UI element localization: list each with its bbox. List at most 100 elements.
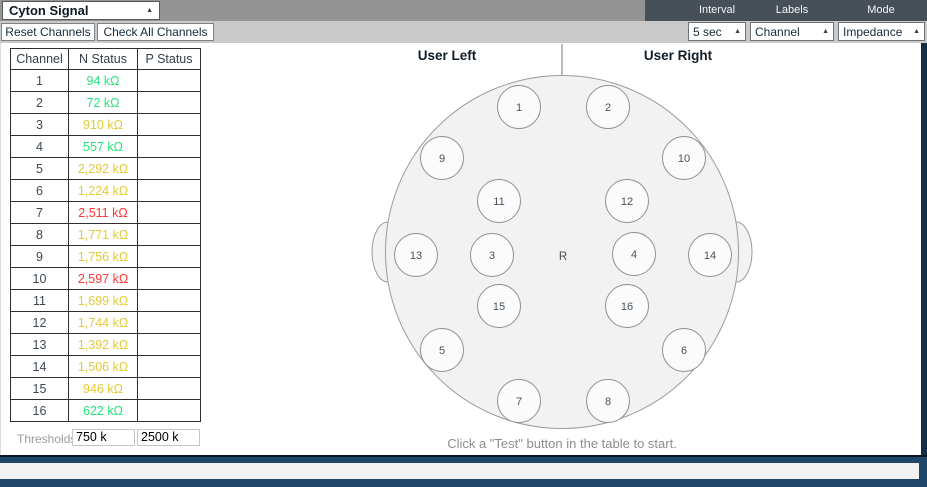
n-status-test-button[interactable]: 1,744 kΩ	[68, 311, 138, 334]
n-status-test-button[interactable]: 94 kΩ	[68, 69, 138, 92]
n-status-test-button[interactable]: 1,699 kΩ	[68, 289, 138, 312]
head-circle	[385, 75, 739, 429]
electrode-3	[470, 233, 514, 277]
p-status-test-button[interactable]	[137, 179, 201, 202]
channel-cell: 8	[10, 223, 69, 246]
channel-cell: 6	[10, 179, 69, 202]
channel-cell: 15	[10, 377, 69, 400]
table-header-row: Channel N Status P Status	[10, 48, 201, 70]
electrode-label: 10	[678, 153, 690, 165]
electrode-2	[586, 85, 630, 129]
n-status-test-button[interactable]: 2,597 kΩ	[68, 267, 138, 290]
labels-dropdown-value: Channel	[755, 24, 800, 39]
n-status-test-button[interactable]: 557 kΩ	[68, 135, 138, 158]
electrode-label: 16	[621, 301, 633, 313]
header-dark-segment	[645, 0, 927, 21]
p-status-test-button[interactable]	[137, 267, 201, 290]
n-status-test-button[interactable]: 2,292 kΩ	[68, 157, 138, 180]
p-status-test-button[interactable]	[137, 333, 201, 356]
electrode-12	[605, 179, 649, 223]
electrode-label: 3	[489, 250, 495, 262]
p-status-test-button[interactable]	[137, 157, 201, 180]
p-status-test-button[interactable]	[137, 69, 201, 92]
channel-cell: 11	[10, 289, 69, 312]
electrode-16	[605, 284, 649, 328]
p-status-test-button[interactable]	[137, 201, 201, 224]
p-status-test-button[interactable]	[137, 91, 201, 114]
p-status-test-button[interactable]	[137, 245, 201, 268]
user-left-label: User Left	[418, 48, 477, 63]
interval-dropdown[interactable]: 5 sec ▲	[688, 22, 746, 41]
n-status-test-button[interactable]: 2,511 kΩ	[68, 201, 138, 224]
electrode-7	[497, 379, 541, 423]
chevron-up-icon: ▲	[913, 28, 920, 35]
p-status-column-header: P Status	[137, 48, 201, 70]
check-all-channels-button[interactable]: Check All Channels	[97, 23, 214, 41]
electrode-1	[497, 85, 541, 129]
p-status-test-button[interactable]	[137, 135, 201, 158]
channel-cell: 13	[10, 333, 69, 356]
channel-cell: 14	[10, 355, 69, 378]
p-status-test-button[interactable]	[137, 377, 201, 400]
electrode-label: 5	[439, 345, 445, 357]
channel-cell: 3	[10, 113, 69, 136]
n-status-test-button[interactable]: 946 kΩ	[68, 377, 138, 400]
labels-dropdown[interactable]: Channel ▲	[750, 22, 834, 41]
n-status-test-button[interactable]: 622 kΩ	[68, 399, 138, 422]
n-status-test-button[interactable]: 1,392 kΩ	[68, 333, 138, 356]
p-status-test-button[interactable]	[137, 399, 201, 422]
window-right-border	[921, 43, 927, 455]
p-status-test-button[interactable]	[137, 113, 201, 136]
n-status-test-button[interactable]: 910 kΩ	[68, 113, 138, 136]
threshold-high-input[interactable]	[137, 429, 200, 446]
chevron-up-icon: ▲	[734, 28, 741, 35]
electrode-label: 14	[704, 250, 716, 262]
channel-cell: 9	[10, 245, 69, 268]
footer-divider-line	[0, 455, 927, 457]
electrode-label: 13	[410, 250, 422, 262]
electrode-4	[612, 232, 656, 276]
n-status-test-button[interactable]: 1,224 kΩ	[68, 179, 138, 202]
n-status-test-button[interactable]: 1,506 kΩ	[68, 355, 138, 378]
p-status-test-button[interactable]	[137, 223, 201, 246]
threshold-low-input[interactable]	[72, 429, 135, 446]
thresholds-label: Thresholds	[17, 432, 77, 446]
p-status-test-button[interactable]	[137, 311, 201, 334]
channel-cell: 16	[10, 399, 69, 422]
channel-cell: 12	[10, 311, 69, 334]
widget-title: Cyton Signal	[9, 3, 89, 18]
channel-cell: 7	[10, 201, 69, 224]
interval-dropdown-label: Interval	[698, 4, 736, 16]
reset-channels-button[interactable]: Reset Channels	[1, 23, 95, 41]
electrode-label: 8	[605, 396, 611, 408]
electrode-label: 1	[516, 102, 522, 114]
p-status-test-button[interactable]	[137, 289, 201, 312]
n-status-test-button[interactable]: 1,771 kΩ	[68, 223, 138, 246]
electrode-6	[662, 328, 706, 372]
channel-cell: 10	[10, 267, 69, 290]
p-status-test-button[interactable]	[137, 355, 201, 378]
mode-dropdown[interactable]: Impedance ▲	[838, 22, 925, 41]
widget-title-dropdown[interactable]: Cyton Signal ▲	[2, 1, 160, 20]
electrode-15	[477, 284, 521, 328]
n-status-test-button[interactable]: 1,756 kΩ	[68, 245, 138, 268]
channel-cell: 1	[10, 69, 69, 92]
channel-cell: 2	[10, 91, 69, 114]
n-status-test-button[interactable]: 72 kΩ	[68, 91, 138, 114]
n-status-column-header: N Status	[68, 48, 138, 70]
